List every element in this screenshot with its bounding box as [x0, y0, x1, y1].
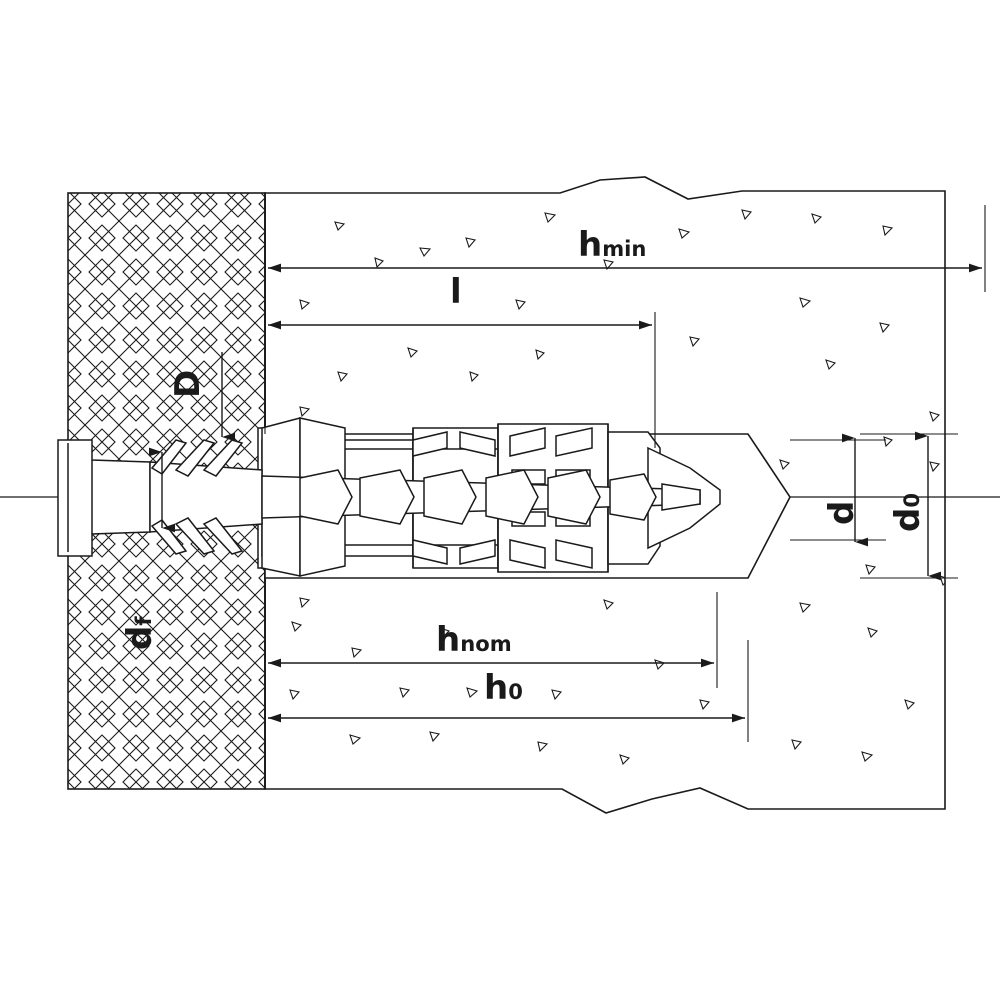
dimension-label-D: D: [168, 369, 208, 398]
dimension-label-h0: h0: [484, 668, 523, 708]
dimension-label-d: d: [822, 500, 862, 525]
dimension-label-hnom: hnom: [436, 620, 512, 660]
dimension-label-d0: d0: [888, 492, 928, 532]
dimension-label-l: l: [450, 272, 462, 312]
dimension-label-df: df: [120, 616, 160, 650]
dimension-lines: [149, 205, 986, 742]
dimension-label-hmin: hmin: [578, 225, 647, 265]
